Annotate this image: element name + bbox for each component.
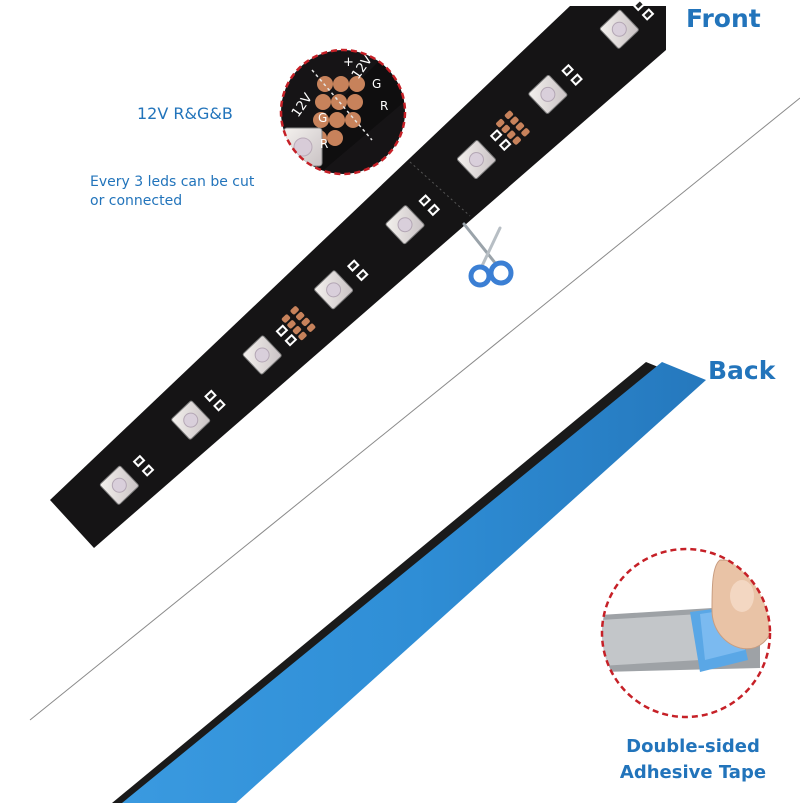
led-lens <box>540 86 556 102</box>
scissors-icon <box>462 222 514 288</box>
copper-pad <box>298 331 307 341</box>
led-lens <box>254 347 270 363</box>
tape-caption: Double-sided Adhesive Tape <box>619 736 767 783</box>
copper-cut-pads <box>496 110 530 145</box>
led-strip-front <box>50 0 666 548</box>
cut-note: Every 3 leds can be cut or connected <box>90 174 255 209</box>
copper-pad <box>507 130 516 139</box>
resistor-body <box>421 196 429 204</box>
led-lens <box>397 217 413 233</box>
resistor-body <box>135 457 143 465</box>
strip-unit <box>456 128 512 180</box>
front-heading: Front <box>686 4 761 33</box>
resistor-body <box>144 466 152 474</box>
resistor-body <box>349 262 357 270</box>
zoom-marking-r: R <box>320 137 328 151</box>
copper-pad <box>292 326 302 335</box>
resistor-body <box>358 271 366 279</box>
tape-zoom-outline <box>600 547 772 719</box>
copper-cut-pads <box>281 306 316 341</box>
zoom-circle-outline <box>279 48 407 176</box>
zoom-circle-pads: 12V + 12V G R G R <box>279 48 407 176</box>
tape-surface <box>122 362 706 803</box>
zoom-marking-g-2: G <box>372 77 381 91</box>
zoom-marking-g: G <box>318 111 327 125</box>
copper-pad <box>290 306 299 315</box>
resistor-body <box>287 336 295 344</box>
resistor-body <box>206 392 215 400</box>
divider-line <box>29 97 800 721</box>
copper-pad <box>287 320 296 329</box>
strip-unit <box>385 194 441 245</box>
strip-unit <box>528 63 583 114</box>
strip-unit <box>314 259 369 310</box>
copper-pad <box>504 110 514 119</box>
adhesive-tape-back <box>112 362 706 803</box>
led-lens <box>468 152 484 168</box>
copper-pad <box>510 116 519 125</box>
strip-unit <box>599 0 655 49</box>
zoom-marking-plus: + <box>343 55 354 70</box>
resistor-body <box>501 141 509 149</box>
copper-pad <box>521 128 530 137</box>
led-lens <box>111 477 127 493</box>
copper-pad <box>496 119 505 128</box>
resistor-body <box>278 327 286 335</box>
zoom-marking-r-2: R <box>380 99 388 113</box>
resistor-body <box>573 76 581 84</box>
resistor-body <box>430 206 438 214</box>
strip-unit <box>171 389 226 440</box>
strip-unit <box>242 324 298 375</box>
copper-pad <box>281 314 291 323</box>
zoom-circle-tape <box>600 547 772 719</box>
copper-pad <box>296 312 305 321</box>
led-lens <box>183 412 199 428</box>
copper-pad <box>512 136 521 145</box>
voltage-label: 12V R&G&B <box>137 104 233 123</box>
copper-pad <box>307 323 316 332</box>
copper-pad <box>515 122 525 131</box>
resistor-body <box>492 131 500 139</box>
copper-pad <box>301 317 310 327</box>
led-lens <box>611 21 627 37</box>
resistor-body <box>644 10 652 18</box>
led-lens <box>326 282 342 298</box>
strip-unit <box>99 454 155 505</box>
back-heading: Back <box>708 356 776 385</box>
resistor-body <box>564 66 572 74</box>
resistor-body <box>635 1 643 9</box>
cut-leader-line <box>409 161 471 217</box>
resistor-body <box>215 401 223 409</box>
copper-pad <box>501 124 510 134</box>
